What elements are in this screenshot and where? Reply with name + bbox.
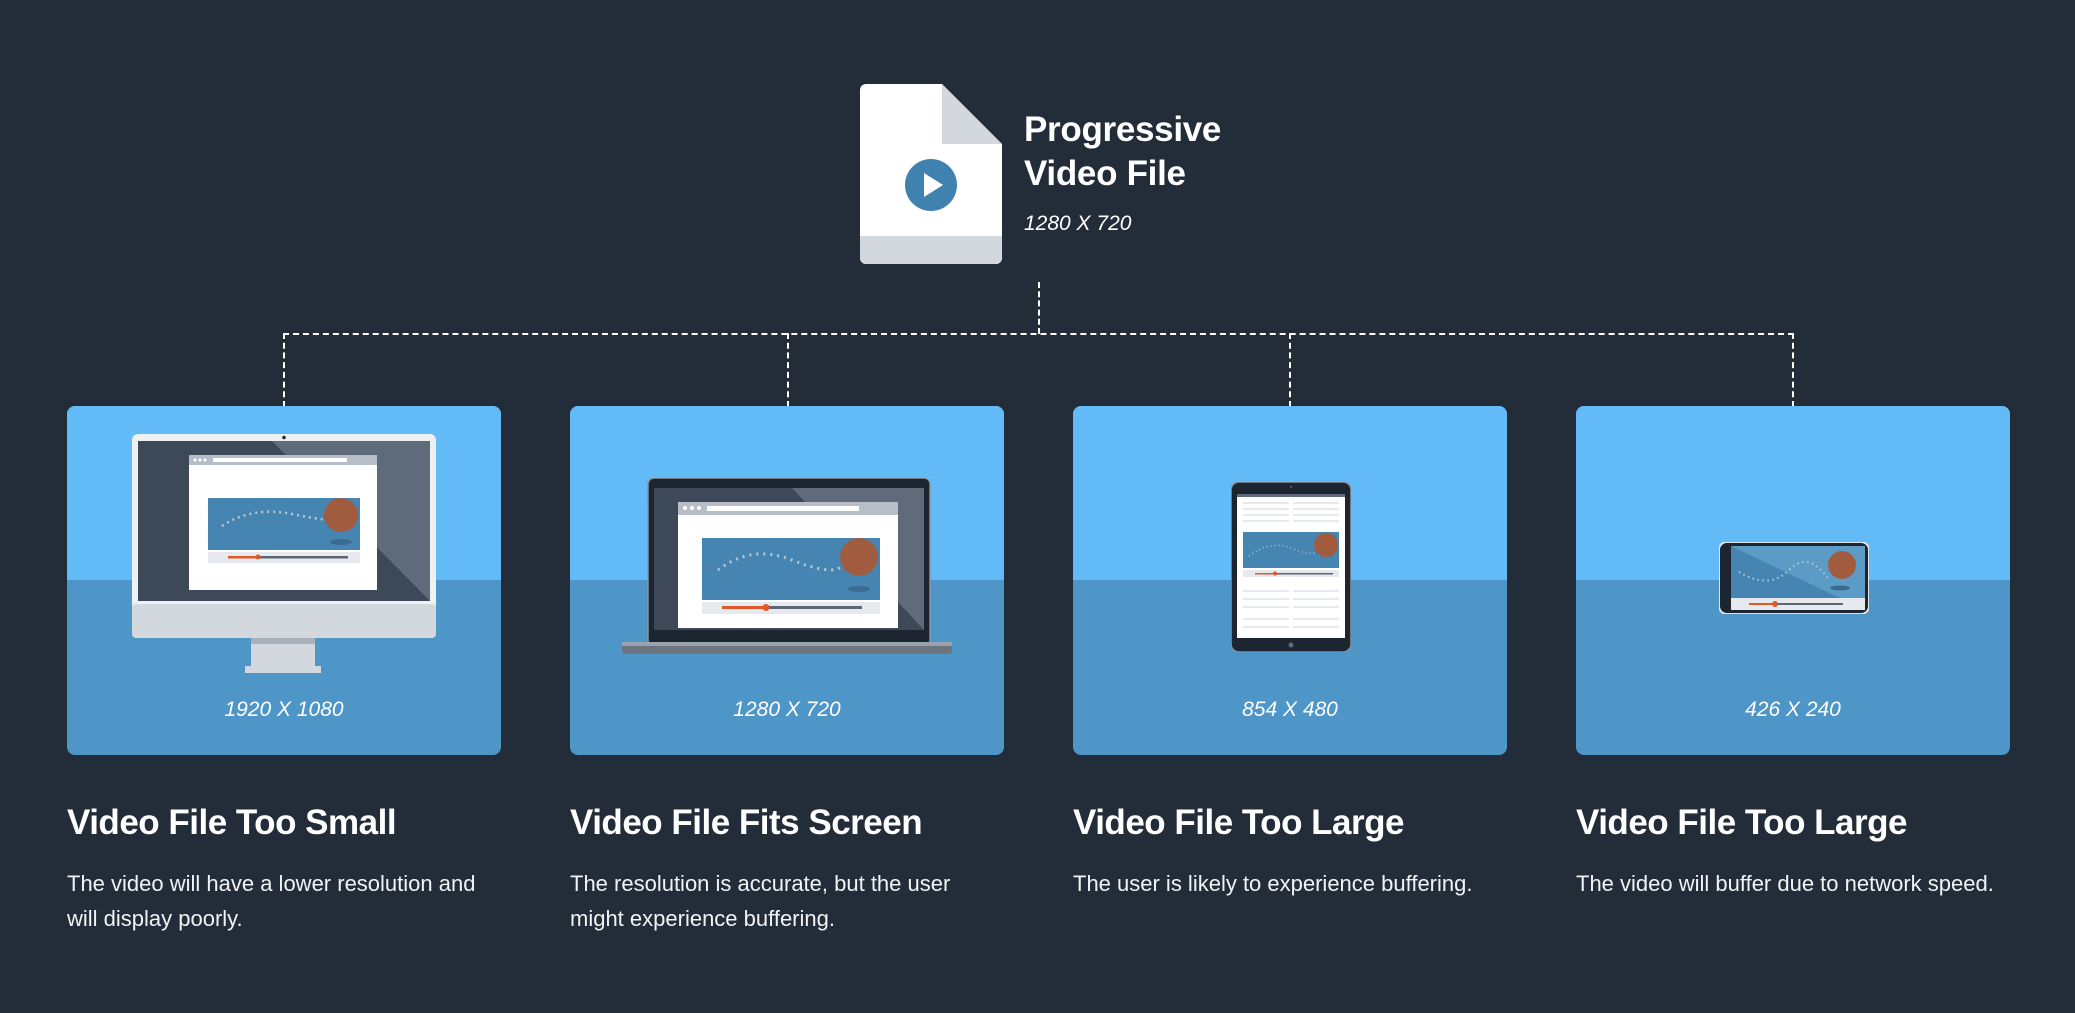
source-title: Progressive Video File <box>1024 108 1221 196</box>
source-title-line1: Progressive <box>1024 110 1222 149</box>
source-title-line2: Video File <box>1024 154 1186 193</box>
card-description: The resolution is accurate, but the user… <box>570 866 1010 936</box>
card-description: The video will buffer due to network spe… <box>1576 866 2056 901</box>
card-resolution: 1280 X 720 <box>733 698 841 721</box>
description-line: might experience buffering. <box>570 906 835 931</box>
card-desktop: 1920 X 1080 <box>67 406 501 755</box>
card-resolution: 1920 X 1080 <box>224 698 344 721</box>
card-resolution: 854 X 480 <box>1242 698 1338 721</box>
connector-branch-2 <box>787 333 789 407</box>
connector-branch-3 <box>1289 333 1291 407</box>
card-description: The video will have a lower resolution a… <box>67 866 507 936</box>
video-file-icon <box>860 84 1002 264</box>
connector-bus <box>283 333 1794 335</box>
card-heading: Video File Too Large <box>1073 803 1404 842</box>
source-resolution: 1280 X 720 <box>1024 212 1132 235</box>
card-laptop: 1280 X 720 <box>570 406 1004 755</box>
card-smartphone: 426 X 240 <box>1576 406 2010 755</box>
connector-branch-1 <box>283 333 285 407</box>
card-description: The user is likely to experience bufferi… <box>1073 866 1513 901</box>
description-line: The video will buffer due to network spe… <box>1576 871 1994 896</box>
laptop-icon <box>622 478 952 654</box>
description-line: The resolution is accurate, but the user <box>570 871 951 896</box>
connector-branch-4 <box>1792 333 1794 407</box>
description-line: The user is likely to experience bufferi… <box>1073 871 1473 896</box>
card-heading: Video File Too Large <box>1576 803 1907 842</box>
description-line: The video will have a lower resolution a… <box>67 871 476 896</box>
smartphone-icon <box>1719 542 1869 614</box>
card-heading: Video File Too Small <box>67 803 397 842</box>
connector-trunk <box>1038 282 1040 334</box>
tablet-icon <box>1231 482 1351 652</box>
description-line: will display poorly. <box>67 906 243 931</box>
card-resolution: 426 X 240 <box>1745 698 1841 721</box>
card-tablet: 854 X 480 <box>1073 406 1507 755</box>
card-heading: Video File Fits Screen <box>570 803 923 842</box>
desktop-monitor-icon <box>132 434 436 673</box>
